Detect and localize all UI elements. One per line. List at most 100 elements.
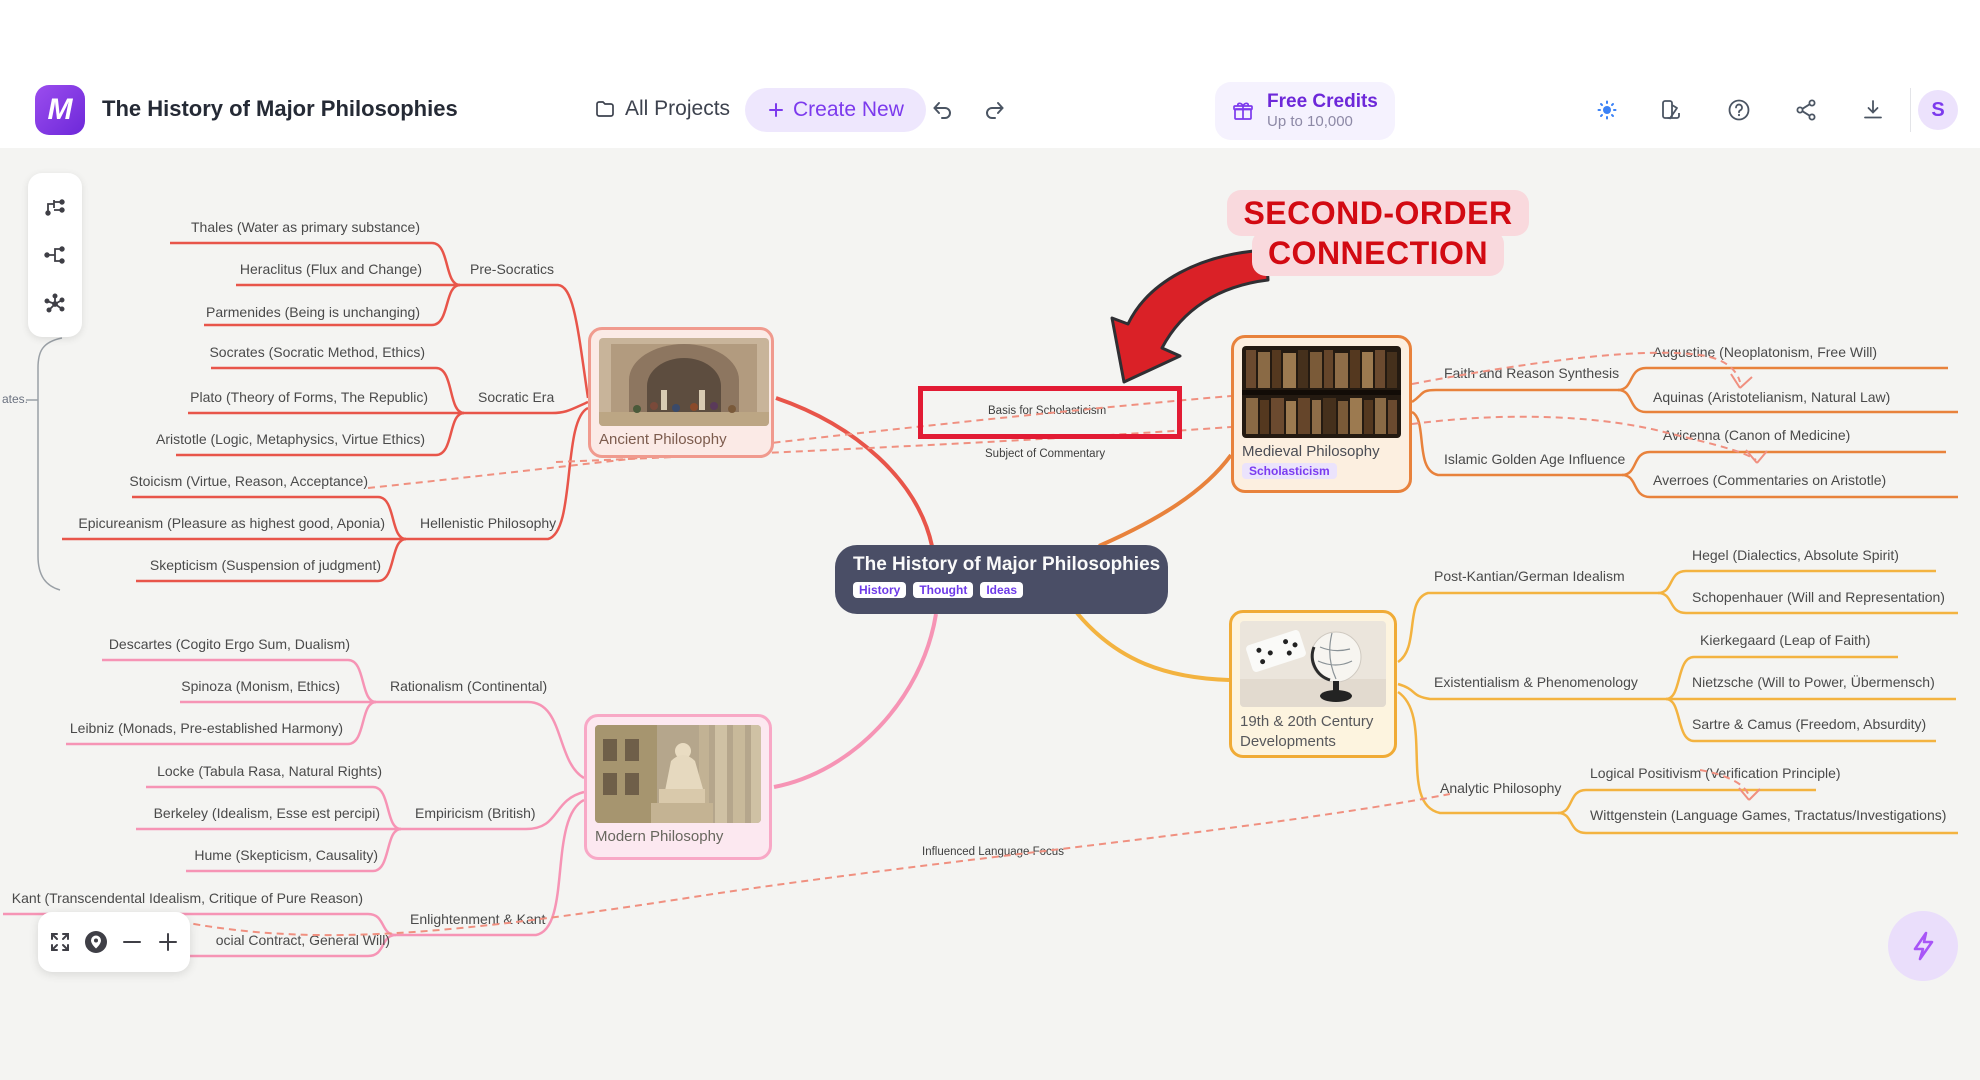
connection-label-subject[interactable]: Subject of Commentary: [985, 448, 1106, 460]
scholasticism-tag[interactable]: Scholasticism: [1242, 463, 1337, 479]
fullscreen-icon[interactable]: [46, 928, 74, 956]
zoom-out-icon[interactable]: [118, 928, 146, 956]
layout-right-icon[interactable]: [40, 192, 70, 222]
modern-philosophy-image: [595, 725, 761, 823]
share-icon: [1796, 99, 1816, 121]
node-19th-20th-century[interactable]: 19th & 20th Century Developments: [1229, 610, 1397, 758]
topic-socratic-era[interactable]: Socratic Era: [478, 389, 555, 405]
node-ancient-philosophy[interactable]: Ancient Philosophy: [588, 327, 774, 458]
create-new-label: Create New: [793, 98, 904, 121]
ancient-philosophy-image: [599, 338, 769, 426]
topic-empiricism[interactable]: Empiricism (British): [415, 805, 536, 821]
c1920-node-image: [1240, 621, 1386, 707]
topic-wittgenstein[interactable]: Wittgenstein (Language Games, Tractatus/…: [1590, 807, 1947, 823]
locate-icon[interactable]: [82, 928, 110, 956]
annotation-line1: SECOND-ORDER: [1227, 190, 1529, 236]
all-projects-label: All Projects: [625, 97, 731, 120]
top-header: M The History of Major Philosophies All …: [0, 0, 1980, 148]
topic-enlightenment[interactable]: Enlightenment & Kant: [410, 911, 546, 927]
topic-sartre-camus[interactable]: Sartre & Camus (Freedom, Absurdity): [1692, 716, 1927, 732]
download-button[interactable]: [1856, 93, 1890, 127]
tag-ideas[interactable]: Ideas: [980, 582, 1024, 598]
tag-history[interactable]: History: [853, 582, 907, 598]
layout-both-sides-icon[interactable]: [40, 240, 70, 270]
central-node[interactable]: The History of Major Philosophies Histor…: [835, 545, 1168, 614]
topic-faith-reason[interactable]: Faith and Reason Synthesis: [1444, 365, 1620, 381]
help-button[interactable]: [1722, 93, 1756, 127]
highlight-box: [918, 386, 1182, 439]
style-palette-button[interactable]: [1654, 93, 1688, 127]
zoom-in-icon[interactable]: [154, 928, 182, 956]
folder-icon: [596, 101, 614, 117]
topic-hegel[interactable]: Hegel (Dialectics, Absolute Spirit): [1692, 547, 1899, 563]
ai-assistant-button[interactable]: [1888, 911, 1958, 981]
topic-leibniz[interactable]: Leibniz (Monads, Pre-established Harmony…: [69, 720, 343, 736]
topic-avicenna[interactable]: Avicenna (Canon of Medicine): [1663, 427, 1851, 443]
connection-label-influenced[interactable]: Influenced Language Focus: [922, 846, 1064, 858]
topic-schopenhauer[interactable]: Schopenhauer (Will and Representation): [1692, 589, 1945, 605]
topic-epicureanism[interactable]: Epicureanism (Pleasure as highest good, …: [78, 515, 385, 531]
undo-button[interactable]: [925, 93, 959, 127]
tag-thought[interactable]: Thought: [913, 582, 974, 598]
layout-radial-icon[interactable]: [40, 289, 70, 319]
canvas-controls: [38, 912, 190, 972]
topic-aristotle[interactable]: Aristotle (Logic, Metaphysics, Virtue Et…: [156, 431, 425, 447]
node-modern-philosophy[interactable]: Modern Philosophy: [584, 714, 772, 860]
credits-title: Free Credits: [1267, 91, 1378, 113]
topic-averroes[interactable]: Averroes (Commentaries on Aristotle): [1653, 472, 1887, 488]
download-icon: [1864, 100, 1882, 119]
topic-skepticism[interactable]: Skepticism (Suspension of judgment): [149, 557, 381, 573]
topic-existentialism[interactable]: Existentialism & Phenomenology: [1434, 674, 1638, 690]
topic-descartes[interactable]: Descartes (Cogito Ergo Sum, Dualism): [108, 636, 350, 652]
all-projects-link[interactable]: All Projects: [594, 97, 730, 121]
topic-locke[interactable]: Locke (Tabula Rasa, Natural Rights): [157, 763, 382, 779]
topic-kant[interactable]: Kant (Transcendental Idealism, Critique …: [11, 890, 363, 906]
topic-nietzsche[interactable]: Nietzsche (Will to Power, Übermensch): [1692, 674, 1935, 690]
topic-socrates[interactable]: Socrates (Socratic Method, Ethics): [209, 344, 425, 360]
central-node-title: The History of Major Philosophies: [853, 554, 1161, 575]
topic-post-kantian[interactable]: Post-Kantian/German Idealism: [1434, 568, 1625, 584]
topic-thales[interactable]: Thales (Water as primary substance): [191, 219, 420, 235]
gift-icon: [1233, 102, 1253, 120]
topic-analytic[interactable]: Analytic Philosophy: [1440, 780, 1562, 796]
topic-rationalism[interactable]: Rationalism (Continental): [390, 678, 548, 694]
lightning-bolt-icon: [1913, 931, 1934, 961]
topic-logical-positivism[interactable]: Logical Positivism (Verification Princip…: [1590, 765, 1841, 781]
annotation-line2: CONNECTION: [1251, 230, 1505, 276]
topic-aquinas[interactable]: Aquinas (Aristotelianism, Natural Law): [1653, 389, 1891, 405]
topic-islamic[interactable]: Islamic Golden Age Influence: [1444, 451, 1626, 467]
c1920-node-label-line1: 19th & 20th Century: [1240, 713, 1374, 730]
topic-plato[interactable]: Plato (Theory of Forms, The Republic): [190, 389, 428, 405]
document-title: The History of Major Philosophies: [102, 96, 458, 121]
topic-spinoza[interactable]: Spinoza (Monism, Ethics): [181, 678, 340, 694]
topic-kierkegaard[interactable]: Kierkegaard (Leap of Faith): [1700, 632, 1871, 648]
topic-rousseau-partial[interactable]: ocial Contract, General Will): [215, 932, 390, 948]
topic-stoicism[interactable]: Stoicism (Virtue, Reason, Acceptance): [129, 473, 368, 489]
topic-augustine[interactable]: Augustine (Neoplatonism, Free Will): [1653, 344, 1878, 360]
topic-pre-socratics[interactable]: Pre-Socratics: [470, 261, 555, 277]
redo-button[interactable]: [978, 93, 1012, 127]
app-logo[interactable]: M: [35, 85, 85, 135]
create-new-button[interactable]: Create New: [745, 88, 926, 132]
topic-berkeley[interactable]: Berkeley (Idealism, Esse est percipi): [153, 805, 380, 821]
plus-icon: [769, 103, 783, 117]
topic-heraclitus[interactable]: Heraclitus (Flux and Change): [239, 261, 422, 277]
sun-icon: [1597, 100, 1617, 120]
topic-hume[interactable]: Hume (Skepticism, Causality): [194, 847, 378, 863]
topic-hellenistic[interactable]: Hellenistic Philosophy: [420, 515, 557, 531]
free-credits-button[interactable]: Free Credits Up to 10,000: [1215, 82, 1395, 140]
user-avatar[interactable]: S: [1918, 90, 1958, 130]
redo-icon: [986, 102, 1004, 119]
credits-subtitle: Up to 10,000: [1267, 113, 1353, 131]
share-button[interactable]: [1789, 93, 1823, 127]
node-medieval-philosophy[interactable]: Medieval Philosophy Scholasticism: [1231, 335, 1412, 493]
theme-button[interactable]: [1590, 93, 1624, 127]
credits-text: Free Credits Up to 10,000: [1267, 91, 1378, 130]
topic-parmenides[interactable]: Parmenides (Being is unchanging): [205, 304, 420, 320]
modern-node-label: Modern Philosophy: [595, 828, 724, 845]
clipped-node-label: ates.: [2, 392, 29, 406]
header-divider: [1910, 88, 1911, 132]
